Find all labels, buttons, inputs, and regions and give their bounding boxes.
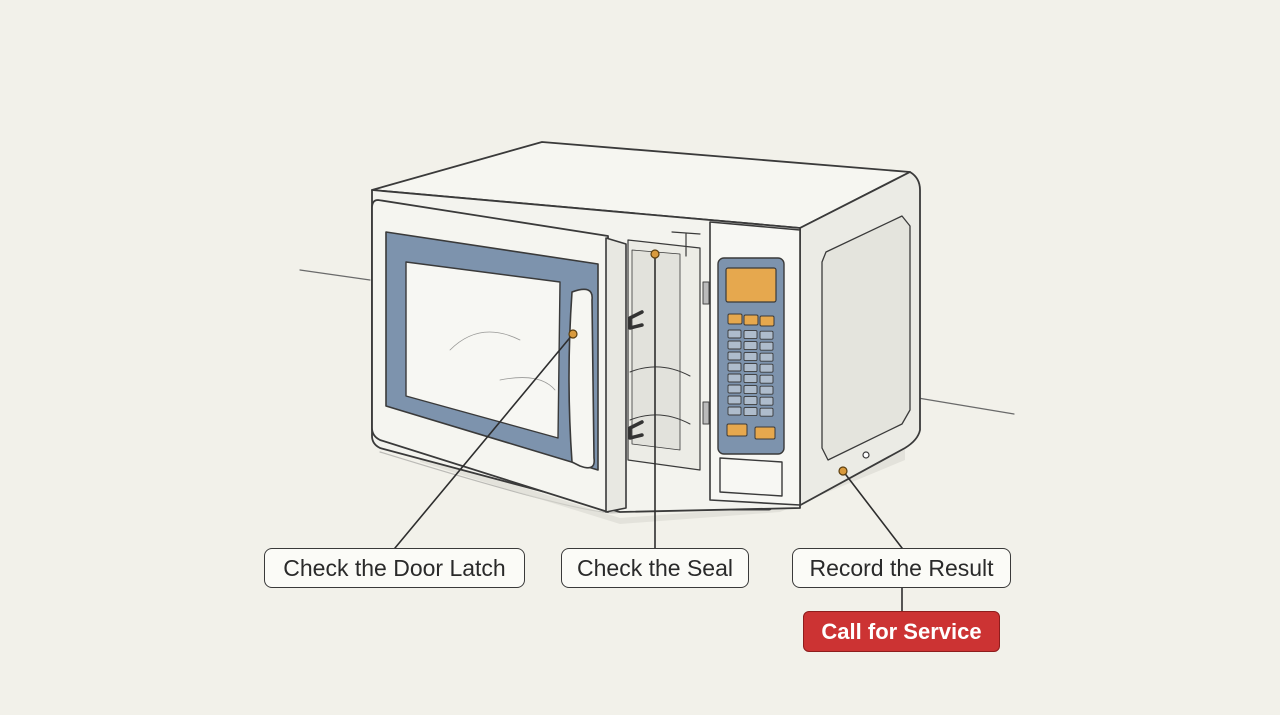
keypad-key bbox=[727, 351, 742, 361]
callout-leaders bbox=[394, 253, 903, 612]
turntable-ring bbox=[629, 414, 691, 425]
latch-hooks bbox=[628, 310, 644, 440]
side-inset-panel bbox=[821, 215, 911, 461]
keypad-key bbox=[743, 352, 758, 362]
keypad-key bbox=[743, 330, 758, 340]
keypad-key bbox=[743, 407, 758, 417]
keypad-key bbox=[727, 406, 742, 416]
seal-marker-icon bbox=[650, 249, 660, 259]
side-screw bbox=[862, 451, 870, 459]
call-for-service-button[interactable]: Call for Service bbox=[803, 611, 1000, 652]
keypad-key bbox=[743, 363, 758, 373]
keypad-key bbox=[743, 385, 758, 395]
turntable-ring bbox=[629, 366, 691, 377]
keypad-key bbox=[727, 384, 742, 394]
door-window bbox=[405, 261, 561, 439]
cavity-hatch bbox=[631, 249, 681, 451]
check-seal-label: Check the Seal bbox=[561, 548, 749, 588]
preset-buttons bbox=[727, 313, 775, 327]
keypad-key bbox=[759, 374, 774, 384]
door-release-button bbox=[719, 457, 783, 497]
keypad-key bbox=[759, 330, 774, 340]
result-marker-icon bbox=[838, 466, 848, 476]
panel-clips bbox=[702, 281, 710, 425]
keypad-key bbox=[759, 363, 774, 373]
keypad-key bbox=[743, 374, 758, 384]
window-reflection bbox=[449, 331, 556, 391]
keypad-key bbox=[727, 373, 742, 383]
check-door-latch-label: Check the Door Latch bbox=[264, 548, 525, 588]
record-result-label: Record the Result bbox=[792, 548, 1011, 588]
keypad-key bbox=[759, 352, 774, 362]
keypad-key bbox=[727, 329, 742, 339]
keypad-key bbox=[759, 396, 774, 406]
door-handle bbox=[568, 288, 596, 469]
door-latch-marker-icon bbox=[568, 329, 578, 339]
keypad-key bbox=[759, 341, 774, 351]
keypad-key bbox=[759, 385, 774, 395]
keypad-key bbox=[727, 362, 742, 372]
keypad-key bbox=[743, 396, 758, 406]
cavity-light-mark bbox=[671, 231, 701, 257]
keypad-key bbox=[759, 407, 774, 417]
start-stop-buttons bbox=[726, 423, 776, 440]
door-edge bbox=[605, 237, 627, 513]
keypad-key bbox=[727, 340, 742, 350]
keypad-key bbox=[727, 395, 742, 405]
keypad bbox=[727, 329, 774, 417]
callout-markers bbox=[568, 249, 848, 476]
display-screen bbox=[725, 267, 777, 303]
keypad-key bbox=[743, 341, 758, 351]
